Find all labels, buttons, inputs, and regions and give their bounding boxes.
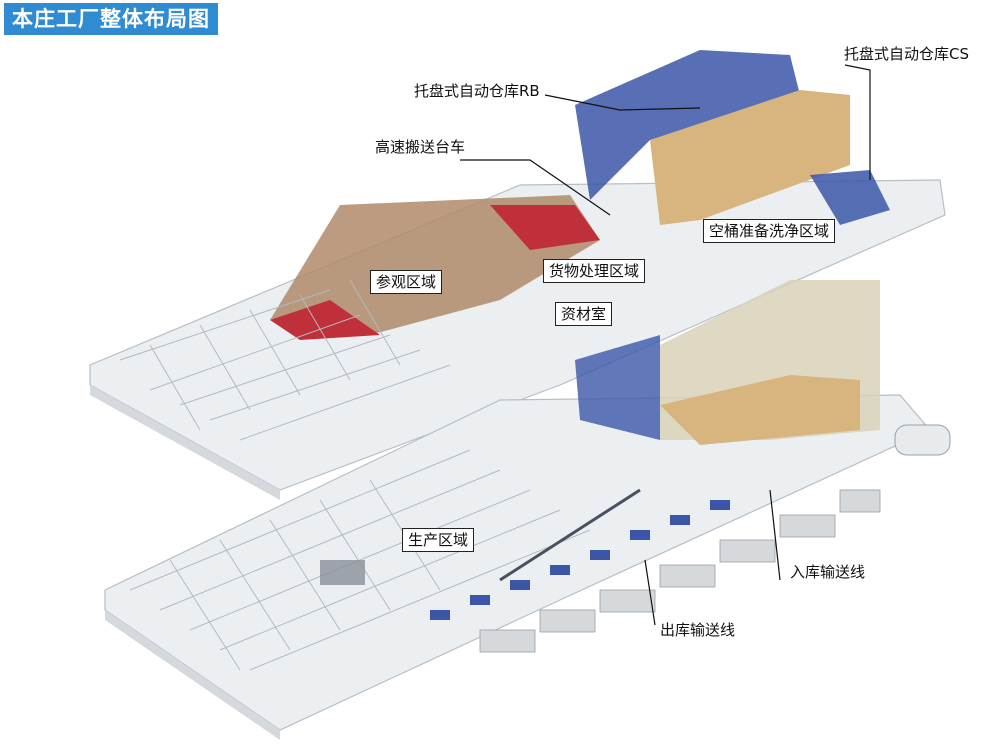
leader-lines xyxy=(460,64,871,626)
label-outbound: 出库输送线 xyxy=(660,621,736,639)
label-visit: 参观区域 xyxy=(370,270,443,294)
label-material: 资材室 xyxy=(555,302,613,326)
pallet-storage xyxy=(650,90,850,225)
upper-floor-edge xyxy=(90,385,280,500)
label-cs: 托盘式自动仓库CS xyxy=(844,45,969,63)
page-title: 本庄工厂整体布局图 xyxy=(4,3,218,35)
trucks xyxy=(479,489,881,653)
tanker-truck xyxy=(894,424,951,456)
label-production: 生产区域 xyxy=(402,528,475,552)
lower-floor xyxy=(104,394,931,731)
outbound-pallets xyxy=(430,500,730,620)
pallet-storage-lower xyxy=(660,375,860,445)
rb-rack xyxy=(575,50,800,200)
cs-rack xyxy=(810,170,890,225)
label-inbound: 入库输送线 xyxy=(790,563,866,581)
label-rb: 托盘式自动仓库RB xyxy=(414,82,540,100)
rb-rack-lower xyxy=(575,335,660,440)
label-cart: 高速搬送台车 xyxy=(375,138,466,156)
label-bin-wash: 空桶准备洗净区域 xyxy=(703,219,836,243)
outbound-conveyor xyxy=(499,488,641,582)
visit-area-red xyxy=(270,205,600,340)
lower-floor-edge xyxy=(105,610,280,740)
label-cargo: 货物处理区域 xyxy=(543,259,646,283)
production-machine xyxy=(320,560,365,585)
upper-rooms xyxy=(119,279,451,441)
